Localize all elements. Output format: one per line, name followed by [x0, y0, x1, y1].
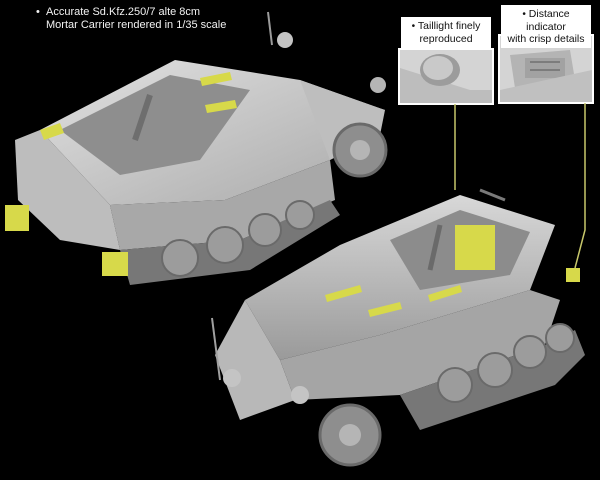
product-caption: • Accurate Sd.Kfz.250/7 alte 8cm Mortar C…: [36, 6, 256, 32]
callout-taillight-line-2: reproduced: [419, 33, 473, 45]
callout-taillight-line-1: Taillight finely: [417, 20, 481, 32]
highlight-patches-rear: [5, 72, 237, 276]
bullet-dot: •: [36, 6, 40, 18]
callout-taillight: • Taillight finely reproduced: [401, 17, 491, 48]
inset-taillight: [398, 48, 494, 190]
vehicle-front-view: [211, 188, 585, 467]
bullet-dot: •: [411, 21, 416, 32]
vehicle-rear-view: [5, 11, 388, 285]
bullet-dot: •: [522, 9, 526, 20]
highlight-patches-front: [325, 268, 580, 317]
callout-distance-line-1: Distance indicator: [526, 8, 570, 33]
callout-distance-line-2: with crisp details: [507, 33, 585, 45]
callout-distance-indicator: • Distance indicator with crisp details: [501, 5, 591, 48]
caption-line-2: Mortar Carrier rendered in 1/35 scale: [46, 19, 227, 31]
caption-line-1: Accurate Sd.Kfz.250/7 alte 8cm: [46, 6, 201, 18]
